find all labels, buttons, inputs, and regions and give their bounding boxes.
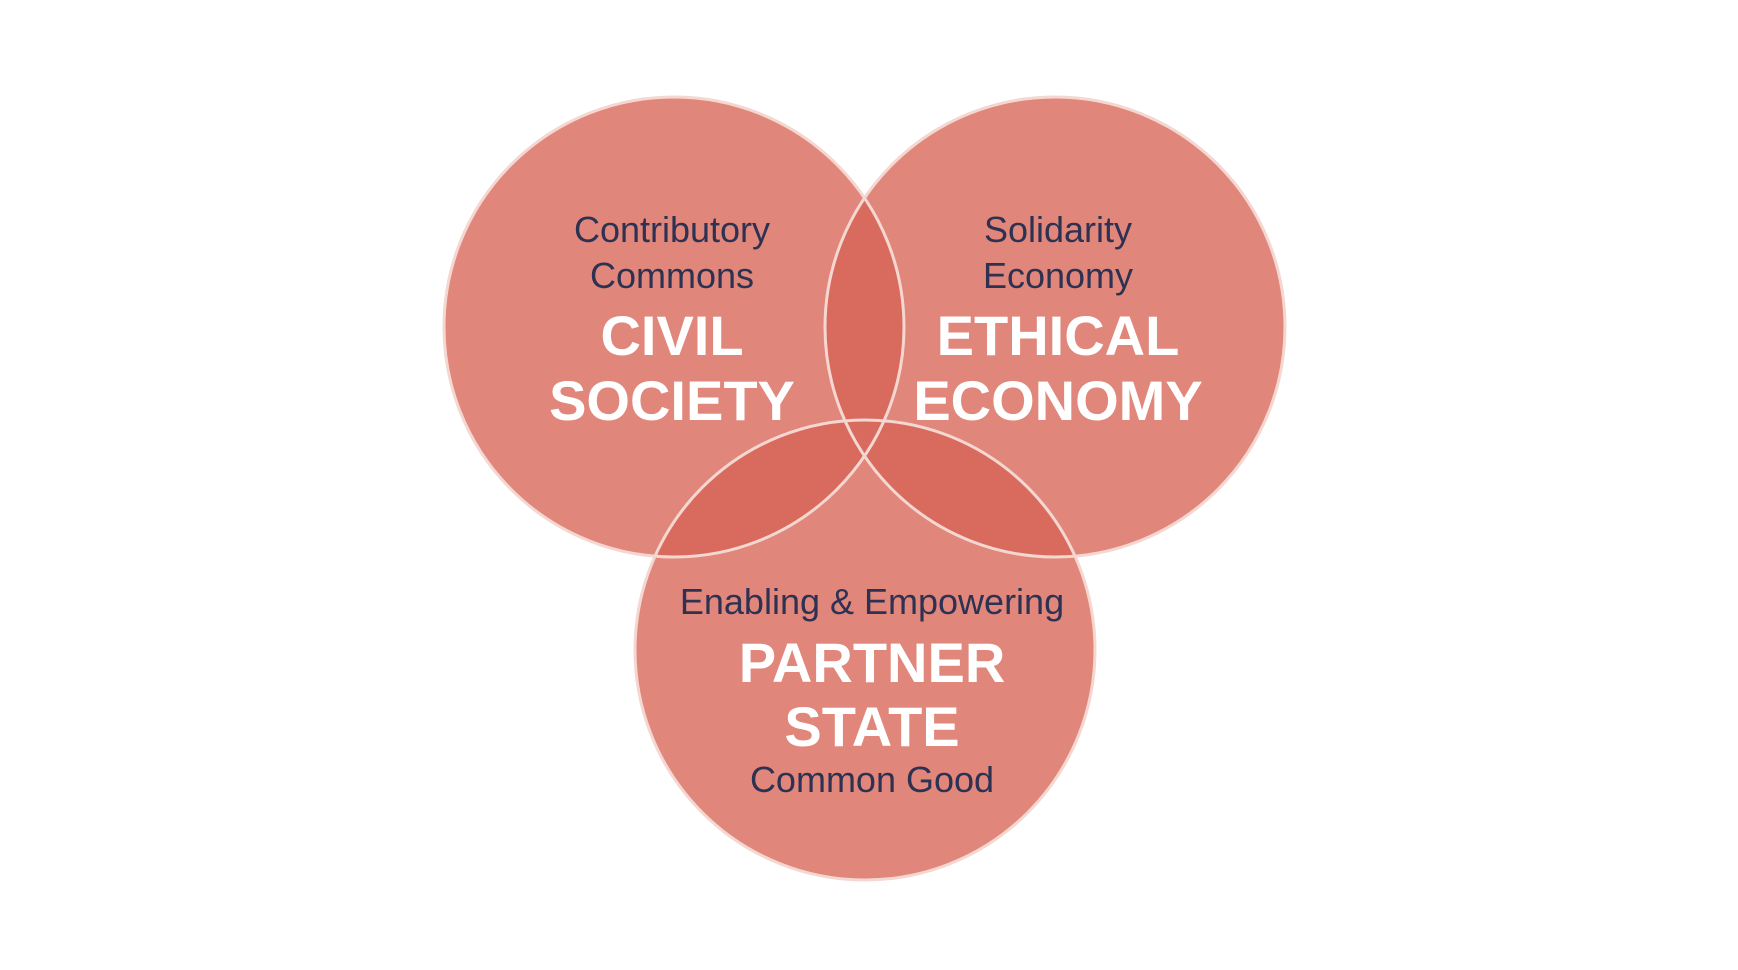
- overlap-ethical-partner: [825, 420, 1095, 557]
- partner-state-outline: [633, 418, 1097, 882]
- partner-state-subtitle: Enabling & Empowering: [680, 581, 1064, 622]
- civil-society-title-line-1: CIVIL: [600, 304, 743, 367]
- partner-state-footer: Common Good: [750, 759, 994, 800]
- partner-state-title-line-1: PARTNER: [739, 631, 1006, 694]
- ethical-economy-outline: [823, 95, 1287, 559]
- civil-society-subtitle-line-2: Commons: [590, 255, 754, 296]
- civil-society-outline: [442, 95, 906, 559]
- overlap-civil-partner: [635, 420, 904, 557]
- ethical-economy-title-line-1: ETHICAL: [937, 304, 1180, 367]
- civil-society-title-line-2: SOCIETY: [549, 369, 795, 432]
- partner-state-title-line-2: STATE: [784, 695, 959, 758]
- civil-society-subtitle-line-1: Contributory: [574, 209, 770, 250]
- ethical-economy-subtitle-line-2: Economy: [983, 255, 1133, 296]
- ethical-economy-subtitle-line-1: Solidarity: [984, 209, 1132, 250]
- ethical-economy-title-line-2: ECONOMY: [913, 369, 1202, 432]
